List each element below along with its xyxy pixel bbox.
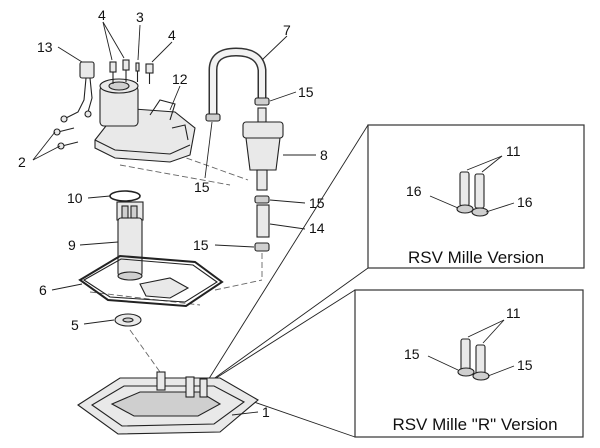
callout-labels: 4 3 4 13 12 2 7 15 8 15 15 14 15 10 9 6 … — [18, 7, 533, 420]
side-screws — [53, 127, 79, 150]
callout-2: 2 — [18, 154, 26, 170]
caption-rsv-mille-r-version: RSV Mille "R" Version — [392, 415, 557, 434]
callout-15-box-left: 15 — [404, 346, 420, 362]
callout-12: 12 — [172, 71, 188, 87]
wiring-connector — [60, 61, 95, 123]
callout-10: 10 — [67, 190, 83, 206]
callout-15-box-right: 15 — [517, 357, 533, 373]
hose-clamps — [205, 97, 270, 252]
callout-7: 7 — [283, 22, 291, 38]
fuel-filter — [242, 107, 284, 191]
inset-box-rsv-mille-r — [354, 289, 584, 438]
callout-15-mid: 15 — [309, 195, 325, 211]
callout-15-left: 15 — [194, 179, 210, 195]
inset-box-rsv-mille — [367, 124, 585, 269]
callout-4-right: 4 — [168, 27, 176, 43]
fuel-hose — [208, 47, 267, 118]
callout-4-left: 4 — [98, 7, 106, 23]
tank-flange — [77, 371, 259, 435]
callout-11-bottom-box: 11 — [506, 305, 521, 321]
callout-9: 9 — [68, 237, 76, 253]
callout-16-left: 16 — [406, 183, 422, 199]
callout-15-top: 15 — [298, 84, 314, 100]
fuel-pump — [116, 201, 144, 281]
callout-13: 13 — [37, 39, 53, 55]
callout-14: 14 — [309, 220, 325, 236]
assembly-guide-lines — [89, 154, 263, 373]
callout-11-top-box: 11 — [506, 143, 521, 159]
pump-filter — [139, 277, 190, 299]
callout-6: 6 — [39, 282, 47, 298]
callout-16-right: 16 — [517, 194, 533, 210]
bushing — [114, 313, 142, 327]
seal-ring — [109, 190, 141, 202]
callout-8: 8 — [320, 147, 328, 163]
callout-15-low: 15 — [193, 237, 209, 253]
caption-rsv-mille-version: RSV Mille Version — [408, 248, 544, 267]
callout-3: 3 — [136, 9, 144, 25]
callout-leaders — [32, 21, 316, 416]
pump-cover — [94, 78, 196, 163]
gasket — [78, 254, 224, 308]
callout-5: 5 — [71, 317, 79, 333]
connection-tube — [256, 204, 270, 238]
callout-1: 1 — [262, 404, 270, 420]
inset-leader-lines — [204, 124, 369, 438]
screws — [109, 59, 154, 84]
